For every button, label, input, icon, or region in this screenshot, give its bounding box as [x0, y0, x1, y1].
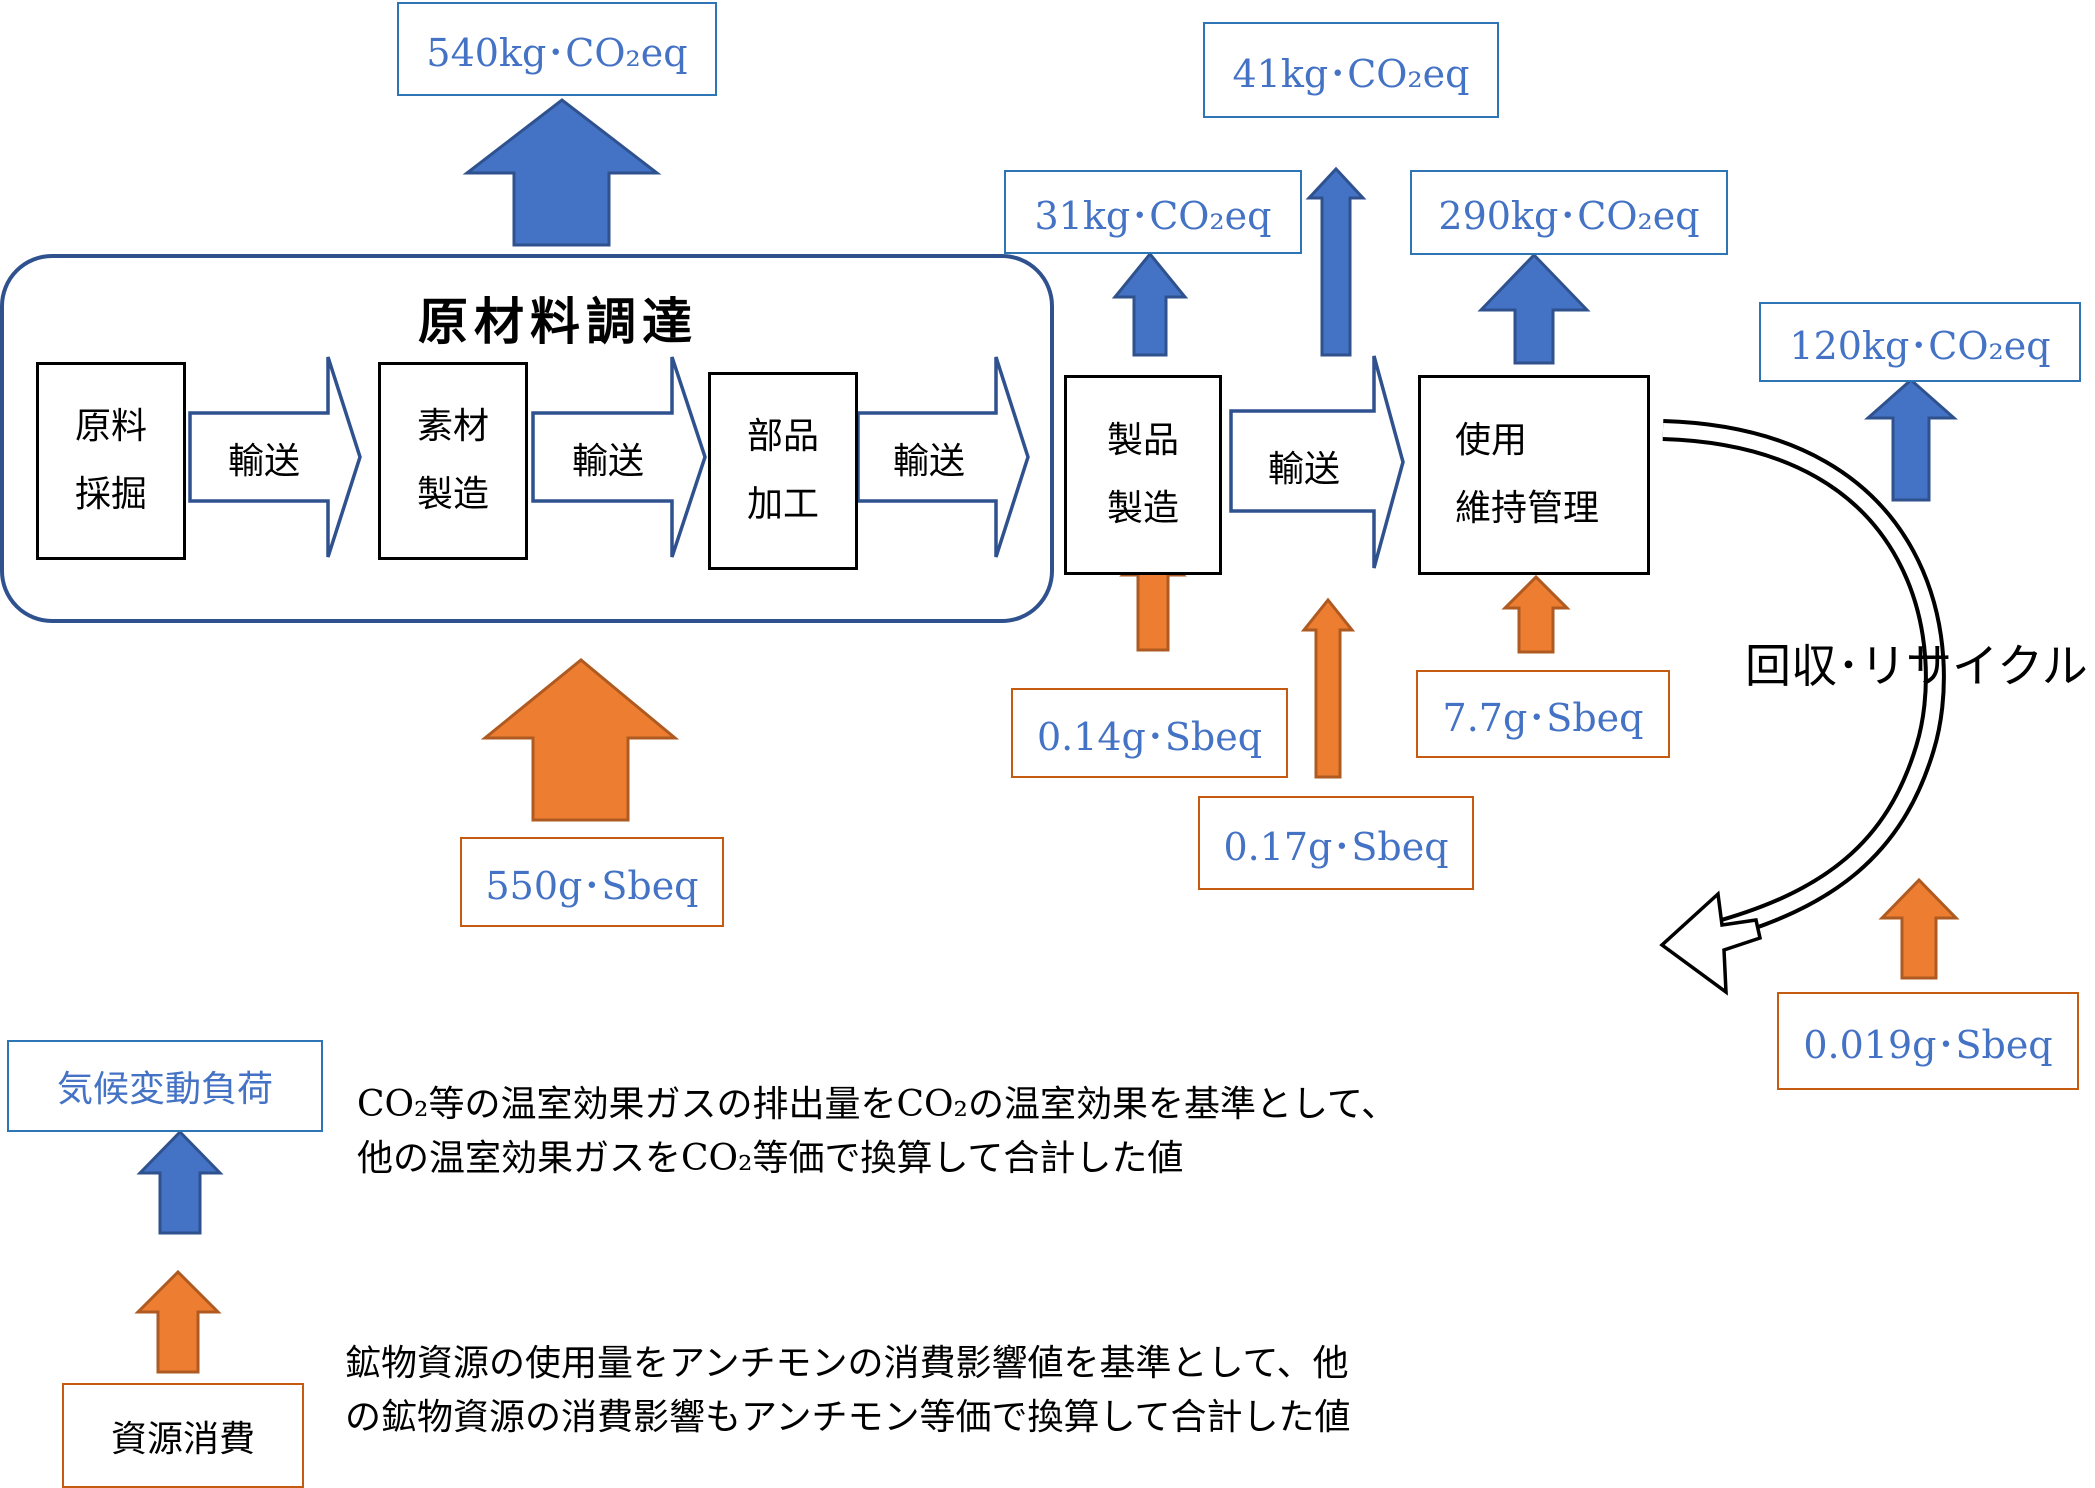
transport-label-1: 輸送 [228, 441, 301, 482]
sb-arrow-transport [1300, 597, 1356, 779]
sb-value-raw-material: 550g･Sbeq [460, 837, 724, 927]
co2-value-manufacturing: 31kg･CO₂eq [1004, 170, 1302, 254]
legend-resource-arrow [134, 1269, 222, 1374]
process-label: 加工 [746, 484, 819, 525]
recycle-label: 回収･リサイクル [1745, 639, 2088, 693]
transport-arrow-3 [856, 356, 1030, 558]
process-label: 製造 [1106, 488, 1179, 529]
process-label: 維持管理 [1455, 488, 1600, 529]
transport-label-2: 輸送 [572, 441, 645, 482]
co2-value-transport: 41kg･CO₂eq [1203, 22, 1499, 118]
process-box-use: 使用 維持管理 [1418, 375, 1650, 575]
co2-arrow-use [1477, 252, 1591, 365]
resource-note-line: の鉱物資源の消費影響もアンチモン等価で換算して合計した値 [345, 1397, 1351, 1438]
transport-arrow-1 [188, 356, 362, 558]
legend-climate-arrow [136, 1129, 224, 1235]
transport-arrow-2 [531, 356, 707, 558]
recycle-curve-arrow [1659, 419, 1946, 996]
sb-value-use: 7.7g･Sbeq [1416, 670, 1670, 758]
transport-arrow-4 [1229, 355, 1405, 569]
co2-arrow-recycle [1864, 377, 1958, 502]
resource-note-line: 鉱物資源の使用量をアンチモンの消費影響値を基準として、他 [345, 1343, 1349, 1384]
process-label: 採掘 [74, 474, 147, 515]
co2-value-recycle: 120kg･CO₂eq [1759, 302, 2081, 382]
sb-value-transport: 0.17g･Sbeq [1198, 796, 1474, 890]
transport-label-4: 輸送 [1268, 449, 1341, 490]
legend-resource-label: 資源消費 [62, 1383, 304, 1488]
co2-arrow-manufacturing [1111, 251, 1189, 357]
process-box-parts: 部品 加工 [708, 372, 858, 570]
sb-arrow-recycle [1878, 877, 1960, 980]
process-label: 製造 [416, 474, 489, 515]
sb-value-manufacturing: 0.14g･Sbeq [1011, 688, 1288, 778]
co2-value-raw-material: 540kg･CO₂eq [397, 2, 717, 96]
raw-material-group [0, 254, 1054, 623]
co2-arrow-transport [1305, 166, 1367, 357]
process-box-mining: 原料 採掘 [36, 362, 186, 560]
process-label: 部品 [746, 416, 819, 457]
process-label: 素材 [416, 406, 489, 447]
raw-material-title: 原材料調達 [418, 292, 698, 351]
process-box-material: 素材 製造 [378, 362, 528, 560]
resource-note: 鉱物資源の使用量をアンチモンの消費影響値を基準として、他 の鉱物資源の消費影響も… [345, 1337, 1350, 1445]
climate-note-line: CO₂等の温室効果ガスの排出量をCO₂の温室効果を基準として、 [357, 1084, 1398, 1125]
sb-value-recycle: 0.019g･Sbeq [1777, 992, 2079, 1090]
climate-note: CO₂等の温室効果ガスの排出量をCO₂の温室効果を基準として、 他の温室効果ガス… [357, 1078, 1397, 1186]
sb-arrow-raw-material [480, 658, 680, 822]
co2-arrow-raw-material [462, 98, 662, 247]
sb-arrow-use [1501, 574, 1571, 654]
process-label: 製品 [1106, 420, 1179, 461]
climate-note-line: 他の温室効果ガスをCO₂等価で換算して合計した値 [357, 1138, 1184, 1179]
process-label: 原料 [74, 406, 147, 447]
legend-climate-label: 気候変動負荷 [7, 1040, 323, 1132]
co2-value-use: 290kg･CO₂eq [1410, 170, 1728, 255]
transport-label-3: 輸送 [893, 441, 966, 482]
process-label: 使用 [1455, 420, 1528, 461]
process-box-manufacturing: 製品 製造 [1064, 375, 1222, 575]
